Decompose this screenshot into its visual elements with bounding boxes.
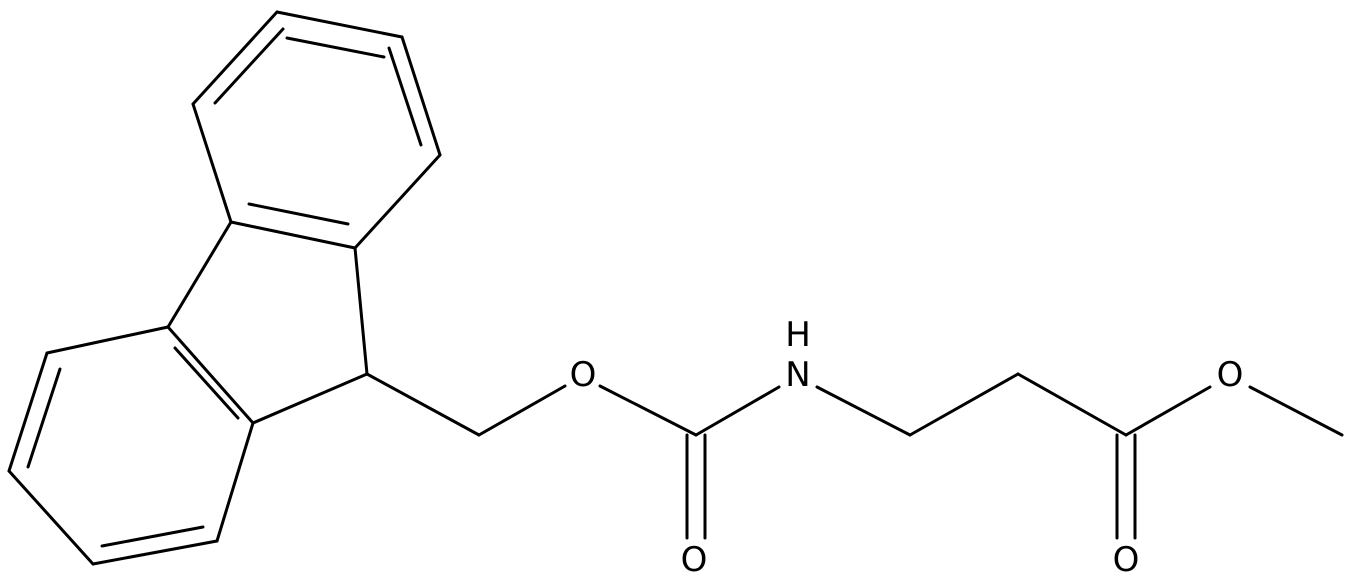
bond xyxy=(1248,385,1344,437)
bond xyxy=(400,35,442,157)
bond xyxy=(215,421,255,543)
ester-oxygen-label: O xyxy=(1217,355,1244,395)
bond xyxy=(7,351,49,473)
bond xyxy=(191,10,279,106)
bond xyxy=(908,372,1020,437)
amide-nitrogen-label: N xyxy=(785,355,810,395)
bond xyxy=(45,325,170,355)
bond xyxy=(353,246,369,376)
ester-carbonyl-oxygen-label: O xyxy=(1113,540,1140,580)
bond xyxy=(91,539,219,566)
bond xyxy=(251,372,369,425)
bond xyxy=(191,102,233,224)
bond xyxy=(213,27,285,105)
bond xyxy=(100,525,205,548)
bond xyxy=(173,346,240,420)
fluorene-five-ring xyxy=(166,220,369,425)
bond xyxy=(365,372,481,437)
beta-alanine-chain xyxy=(815,372,1344,540)
bond xyxy=(275,10,404,39)
bond xyxy=(26,367,62,469)
fluorene-lower-ring xyxy=(7,325,255,566)
bond xyxy=(7,469,95,566)
bond xyxy=(387,46,423,147)
bond xyxy=(1124,385,1212,437)
amide-hydrogen-label: H xyxy=(785,315,811,355)
fluorene-upper-ring xyxy=(191,10,442,250)
bond xyxy=(694,385,781,437)
bond xyxy=(353,153,442,250)
bond xyxy=(815,385,912,437)
bond xyxy=(247,202,350,226)
carbamate-carbonyl-oxygen-label: O xyxy=(681,540,708,580)
fmoc-linker xyxy=(365,372,781,540)
ether-oxygen-label: O xyxy=(570,355,597,395)
bond xyxy=(598,384,698,437)
bond xyxy=(477,384,567,437)
bond xyxy=(166,220,233,329)
bond xyxy=(166,325,255,425)
bond xyxy=(229,220,357,250)
bond xyxy=(1016,372,1128,437)
bond xyxy=(285,36,386,59)
